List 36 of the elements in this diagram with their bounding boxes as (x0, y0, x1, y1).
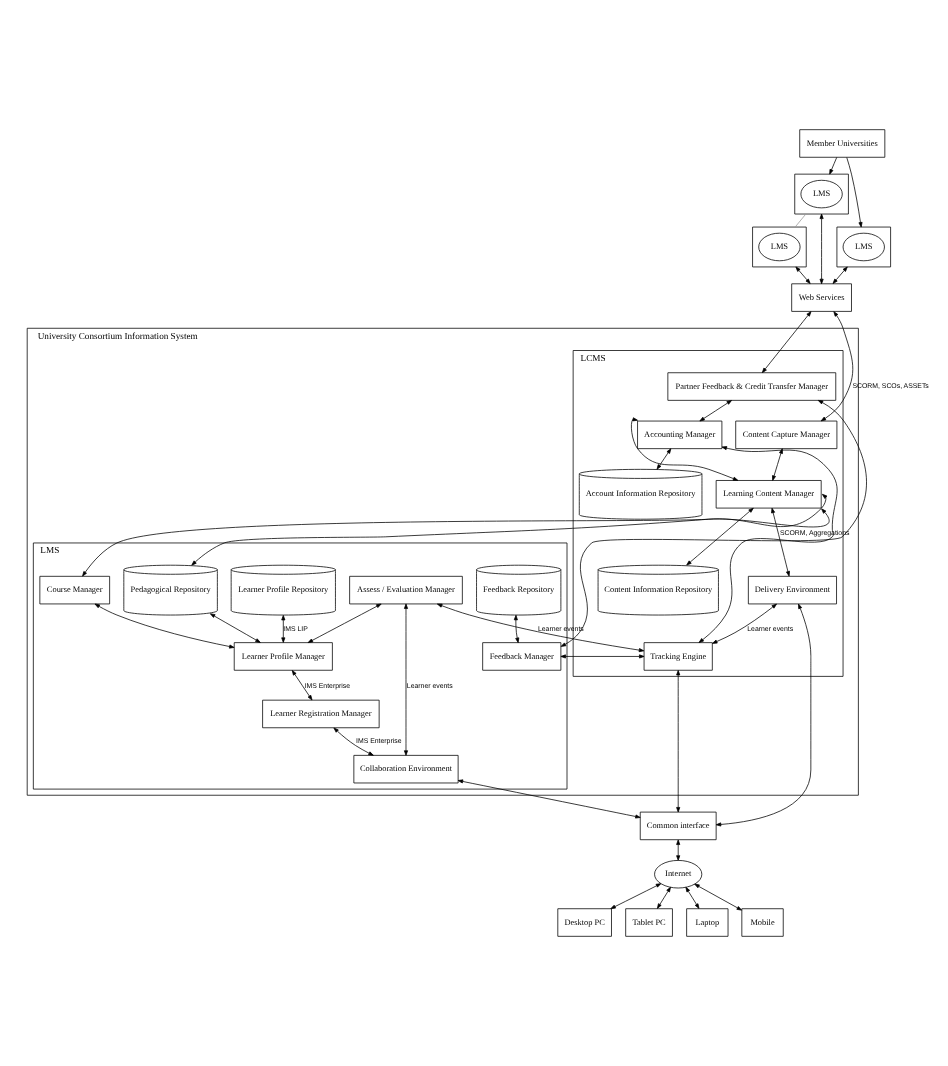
arrow (697, 446, 837, 643)
arrow (675, 839, 680, 861)
arrow (684, 886, 699, 909)
arrow (655, 448, 671, 470)
arrow (435, 603, 644, 653)
arrow (609, 883, 661, 910)
arrow (456, 779, 640, 819)
arrow (559, 654, 644, 659)
arrow (93, 603, 234, 649)
arrow (630, 417, 738, 481)
arrow (306, 603, 381, 643)
arrow (675, 670, 680, 813)
arrow (770, 507, 789, 577)
arrow (831, 266, 847, 284)
arrow (81, 508, 829, 577)
arrow (794, 266, 810, 284)
arrow (290, 670, 312, 701)
arrow (845, 157, 862, 228)
arrow (818, 213, 823, 285)
arrow (190, 493, 827, 566)
arrow (693, 883, 741, 911)
arrow (403, 603, 407, 756)
connector (793, 213, 806, 228)
arrow (656, 886, 670, 909)
arrow (559, 400, 866, 647)
arrow (512, 614, 519, 644)
arrow (685, 507, 753, 566)
arrow (714, 603, 811, 827)
arrow (819, 311, 853, 422)
arrow (771, 448, 782, 481)
arrow (698, 400, 731, 422)
arrow (208, 613, 260, 643)
arrow (332, 727, 373, 756)
arrow (760, 311, 811, 374)
arrow (828, 157, 837, 175)
arrow (711, 603, 776, 644)
